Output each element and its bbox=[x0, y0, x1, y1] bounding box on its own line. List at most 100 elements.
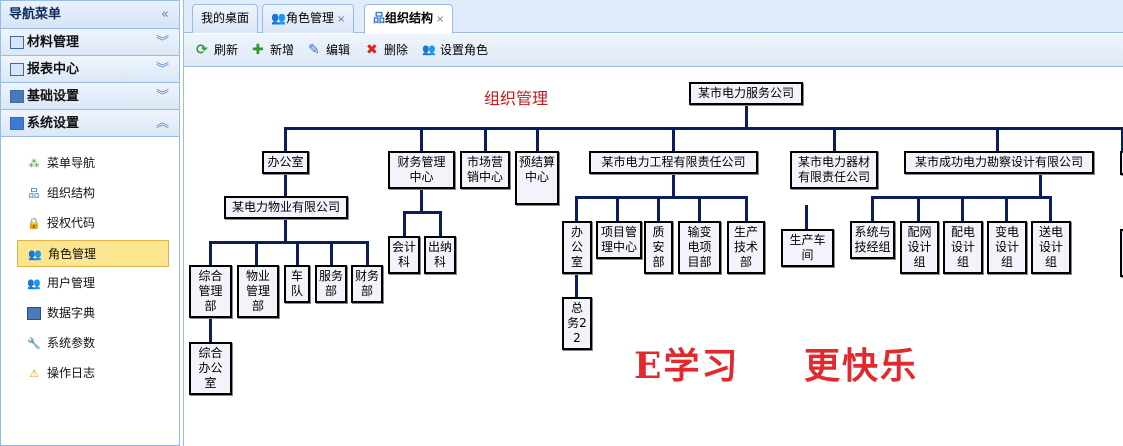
connector bbox=[484, 127, 487, 151]
connector bbox=[1005, 196, 1008, 222]
org-node-partial[interactable] bbox=[1120, 151, 1123, 175]
org-node[interactable]: 物业管理部 bbox=[237, 265, 279, 318]
org-node[interactable]: 市场营销中心 bbox=[460, 151, 510, 189]
lock-icon: 🔒 bbox=[27, 217, 41, 230]
item-label: 用户管理 bbox=[47, 276, 96, 290]
sidebar-item-logs[interactable]: ⚠ 操作日志 bbox=[17, 360, 169, 387]
connector bbox=[209, 319, 212, 343]
refresh-button[interactable]: ⟳ 刷新 bbox=[196, 42, 238, 58]
section-system[interactable]: 系统设置︽ bbox=[1, 110, 179, 137]
users-icon: 👥 bbox=[422, 43, 436, 56]
org-node[interactable]: 某市电力工程有限责任公司 bbox=[589, 151, 758, 174]
table-icon bbox=[10, 63, 24, 76]
connector bbox=[330, 241, 333, 265]
set-role-button[interactable]: 👥设置角色 bbox=[422, 42, 488, 58]
org-node[interactable]: 财务管理中心 bbox=[388, 151, 455, 189]
org-node[interactable]: 综合管理部 bbox=[189, 265, 232, 318]
org-node[interactable]: 财务部 bbox=[351, 265, 383, 303]
collapse-icon[interactable]: « bbox=[161, 7, 169, 22]
tab-org[interactable]: 品组织结构× bbox=[364, 4, 454, 34]
org-node[interactable]: 系统与技经组 bbox=[850, 221, 895, 259]
toolbar: ⟳ 刷新 ✚新增 ✎编辑 ✖ 删除 👥设置角色 bbox=[184, 34, 1123, 67]
org-node[interactable]: 配网设计组 bbox=[900, 221, 939, 274]
org-node[interactable]: 会计科 bbox=[388, 236, 420, 274]
sidebar-item-params[interactable]: 🔧系统参数 bbox=[17, 330, 169, 357]
org-node[interactable]: 服务部 bbox=[315, 265, 347, 303]
chart-title: 组织管理 bbox=[484, 89, 549, 108]
delete-button[interactable]: ✖ 删除 bbox=[366, 42, 408, 58]
org-node[interactable]: 输变电项目部 bbox=[678, 221, 721, 274]
item-label: 角色管理 bbox=[48, 247, 97, 261]
org-node[interactable]: 项目管理中心 bbox=[596, 221, 642, 259]
add-button[interactable]: ✚新增 bbox=[252, 42, 294, 58]
connector bbox=[996, 127, 999, 151]
org-node[interactable]: 预结算中心 bbox=[515, 151, 559, 205]
org-node[interactable]: 出纳科 bbox=[424, 236, 456, 274]
sidebar-item-users[interactable]: 👥用户管理 bbox=[17, 270, 169, 297]
tab-bar: 我的桌面 👥角色管理× 品组织结构× bbox=[184, 0, 1123, 34]
connector bbox=[871, 196, 874, 222]
connector bbox=[403, 211, 440, 214]
org-node[interactable]: 质安部 bbox=[644, 221, 673, 274]
connector bbox=[536, 127, 539, 151]
sidebar-item-menu[interactable]: ⁂菜单导航 bbox=[17, 150, 169, 177]
section-materials[interactable]: 材料管理︾ bbox=[1, 29, 179, 56]
button-label: 新增 bbox=[270, 43, 295, 57]
connector bbox=[917, 196, 920, 222]
org-node[interactable]: 送电设计组 bbox=[1031, 221, 1071, 274]
sidebar-item-org[interactable]: 品组织结构 bbox=[17, 180, 169, 207]
org-node[interactable]: 办公室 bbox=[562, 221, 592, 274]
section-label: 材料管理 bbox=[27, 35, 80, 50]
section-label: 报表中心 bbox=[27, 62, 80, 77]
pencil-icon: ✎ bbox=[308, 42, 320, 58]
connector bbox=[672, 173, 675, 198]
edit-button[interactable]: ✎编辑 bbox=[308, 42, 350, 58]
section-basic[interactable]: 基础设置︾ bbox=[1, 83, 179, 110]
delete-icon: ✖ bbox=[366, 42, 378, 58]
org-node[interactable]: 变电设计组 bbox=[987, 221, 1027, 274]
sidebar-item-dictionary[interactable]: 数据字典 bbox=[17, 300, 169, 327]
org-node-partial[interactable] bbox=[1120, 229, 1123, 277]
button-label: 刷新 bbox=[214, 43, 239, 57]
tab-roles[interactable]: 👥角色管理× bbox=[262, 4, 355, 33]
users-icon: 👥 bbox=[271, 11, 286, 25]
section-reports[interactable]: 报表中心︾ bbox=[1, 56, 179, 83]
watermark: 更快乐 bbox=[804, 345, 919, 387]
org-node-root[interactable]: 某市电力服务公司 bbox=[689, 82, 803, 105]
item-label: 数据字典 bbox=[47, 306, 96, 320]
close-icon[interactable]: × bbox=[336, 14, 346, 25]
org-chart-icon: 品 bbox=[373, 11, 386, 25]
connector bbox=[1049, 196, 1052, 222]
refresh-icon: ⟳ bbox=[196, 42, 208, 58]
connector bbox=[616, 196, 619, 222]
button-label: 删除 bbox=[384, 43, 409, 57]
org-node[interactable]: 综合办公室 bbox=[189, 342, 232, 395]
book-icon bbox=[27, 307, 41, 320]
org-node[interactable]: 某电力物业有限公司 bbox=[224, 196, 348, 219]
warning-icon: ⚠ bbox=[29, 367, 39, 380]
org-node[interactable]: 配电设计组 bbox=[943, 221, 983, 274]
connector bbox=[698, 196, 701, 222]
sidebar-header: 导航菜单« bbox=[1, 1, 179, 29]
org-node[interactable]: 生产车间 bbox=[781, 229, 834, 267]
item-label: 菜单导航 bbox=[47, 156, 96, 170]
org-node[interactable]: 车队 bbox=[284, 265, 310, 303]
connector bbox=[296, 241, 299, 265]
sidebar-item-roles[interactable]: 👥角色管理 bbox=[17, 240, 169, 267]
org-node[interactable]: 总务22 bbox=[562, 297, 592, 350]
item-label: 操作日志 bbox=[47, 366, 96, 380]
connector bbox=[255, 241, 258, 265]
connector bbox=[209, 241, 212, 265]
sidebar-item-auth[interactable]: 🔒授权代码 bbox=[17, 210, 169, 237]
close-icon[interactable]: × bbox=[436, 14, 445, 25]
org-node[interactable]: 某市成功电力勘察设计有限公司 bbox=[904, 151, 1094, 174]
org-node[interactable]: 办公室 bbox=[262, 151, 309, 174]
wrench-icon: 🔧 bbox=[27, 337, 41, 350]
tab-desktop[interactable]: 我的桌面 bbox=[192, 4, 259, 33]
org-node[interactable]: 生产技术部 bbox=[727, 221, 765, 274]
org-node[interactable]: 某市电力器材有限责任公司 bbox=[790, 151, 878, 189]
connector bbox=[672, 127, 675, 151]
connector bbox=[439, 211, 442, 237]
org-chart-icon: 品 bbox=[28, 187, 40, 200]
connector bbox=[657, 196, 660, 222]
